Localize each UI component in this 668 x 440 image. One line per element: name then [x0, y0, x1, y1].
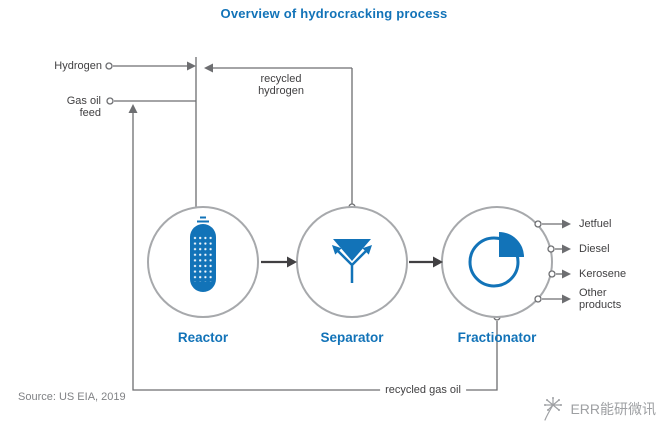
output-label-other-products: Other products	[579, 287, 622, 311]
fractionator-pie-icon	[468, 232, 524, 288]
separator-funnel-icon	[332, 239, 372, 283]
hydrogen-flow-line	[105, 57, 197, 208]
output-label-jetfuel: Jetfuel	[579, 218, 612, 230]
watermark: ERR能研微讯	[538, 396, 656, 422]
separator-label: Separator	[320, 330, 384, 345]
separator-node	[296, 206, 408, 318]
gas-oil-port	[106, 97, 114, 105]
gas-oil-feed-line	[106, 97, 196, 105]
recycled-hydrogen-label: recycled hydrogen	[258, 73, 304, 97]
gas-oil-feed-label: Gas oil feed	[66, 95, 101, 119]
page-title: Overview of hydrocracking process	[220, 6, 448, 21]
hydrogen-port	[105, 62, 113, 70]
output-line-diesel	[547, 244, 571, 254]
source-note: Source: US EIA, 2019	[18, 391, 126, 403]
separator-to-fractionator-arrow	[409, 256, 443, 268]
dandelion-icon	[544, 397, 563, 421]
output-line-jetfuel	[534, 219, 571, 229]
reactor-label: Reactor	[177, 330, 229, 345]
recycled-gas-oil-label: recycled gas oil	[380, 384, 466, 396]
output-label-diesel: Diesel	[579, 243, 610, 255]
reactor-vessel-icon	[190, 216, 216, 292]
reactor-to-separator-arrow	[261, 256, 297, 268]
output-line-kerosene	[548, 269, 571, 279]
fractionator-label: Fractionator	[457, 330, 537, 345]
output-line-other-products	[534, 294, 571, 304]
watermark-text: ERR能研微讯	[570, 401, 656, 417]
hydrogen-label: Hydrogen	[54, 60, 102, 72]
output-label-kerosene: Kerosene	[579, 268, 627, 280]
